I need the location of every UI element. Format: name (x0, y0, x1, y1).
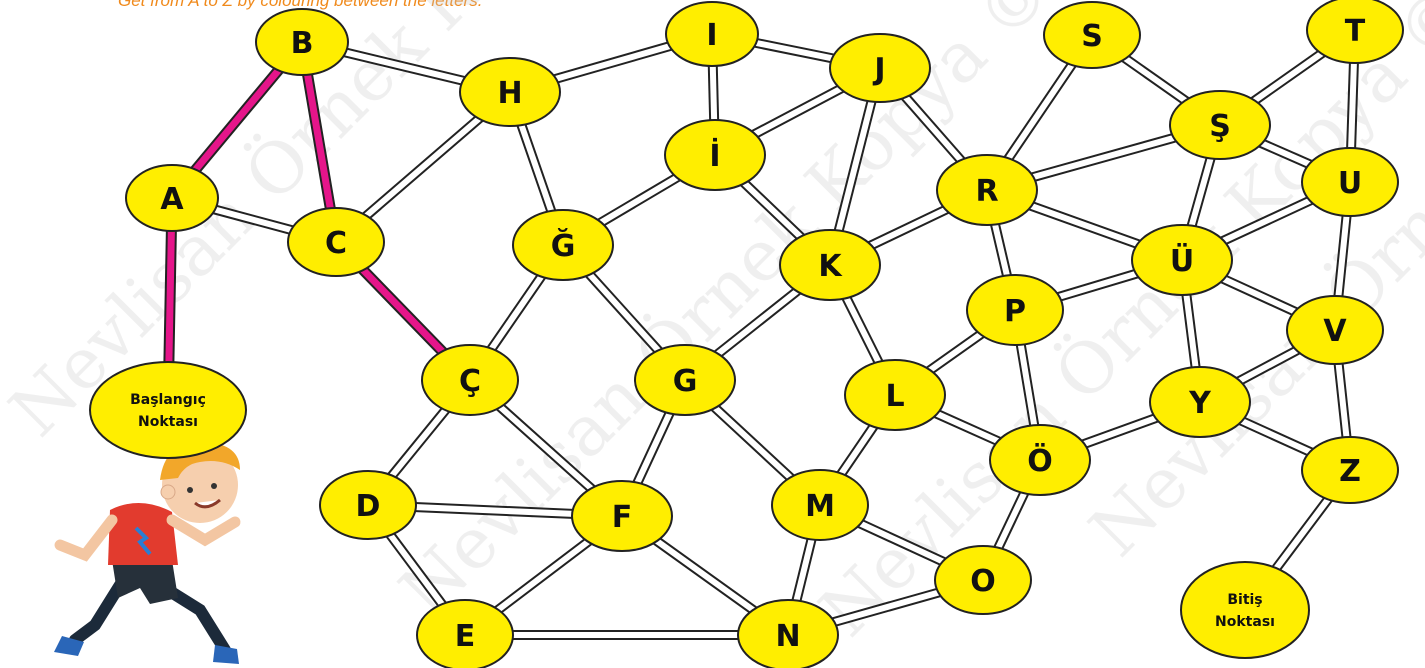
node-E[interactable]: E (416, 599, 514, 668)
node-label-U: U (1338, 166, 1362, 201)
node-label-J: J (872, 52, 885, 87)
node-label-I: I (706, 18, 717, 53)
node-D[interactable]: D (319, 470, 417, 540)
node-N[interactable]: N (737, 599, 839, 668)
node-O[interactable]: O (934, 545, 1032, 615)
node-T[interactable]: T (1306, 0, 1404, 64)
node-B[interactable]: B (255, 8, 349, 76)
node-layer: A B C Ç D E F G Ğ H I İ J K L M N O Ö P R S Ş T U Ü V Y Z BaşlangıçNo… (89, 0, 1404, 668)
node-S[interactable]: S (1043, 1, 1141, 69)
node-P[interactable]: P (966, 274, 1064, 346)
node-label-M: M (805, 489, 835, 524)
node-Ç[interactable]: Ç (421, 344, 519, 416)
end-label-line1: Bitiş (1227, 592, 1262, 608)
node-label-G: G (673, 364, 698, 399)
start-label-line2: Noktası (138, 414, 198, 430)
node-G[interactable]: G (634, 344, 736, 416)
node-label-P: P (1004, 294, 1026, 329)
node-label-E: E (455, 619, 476, 654)
node-label-Ğ: Ğ (551, 227, 576, 264)
node-label-Ş: Ş (1209, 109, 1231, 144)
node-label-N: N (775, 619, 800, 654)
node-L[interactable]: L (844, 359, 946, 431)
node-V[interactable]: V (1286, 295, 1384, 365)
node-label-Ç: Ç (459, 364, 481, 399)
node-U[interactable]: U (1301, 147, 1399, 217)
node-label-R: R (975, 174, 998, 209)
node-label-D: D (356, 489, 381, 524)
node-İ[interactable]: İ (664, 119, 766, 191)
node-F[interactable]: F (571, 480, 673, 552)
node-label-C: C (325, 226, 347, 261)
node-I[interactable]: I (665, 1, 759, 67)
node-label-F: F (612, 500, 633, 535)
node-label-B: B (291, 26, 314, 61)
start-label-line1: Başlangıç (130, 392, 206, 408)
node-label-Ü: Ü (1170, 242, 1194, 279)
instruction-text: Get from A to Z by colouring between the… (118, 0, 483, 10)
node-label-T: T (1345, 14, 1366, 49)
node-H[interactable]: H (459, 57, 561, 127)
node-label-L: L (885, 379, 904, 414)
end-label-line2: Noktası (1215, 614, 1275, 630)
node-Ü[interactable]: Ü (1131, 224, 1233, 296)
node-label-K: K (818, 249, 843, 284)
node-A[interactable]: A (125, 164, 219, 232)
running-boy-illustration (54, 441, 241, 664)
node-C[interactable]: C (287, 207, 385, 277)
node-label-Ö: Ö (1027, 442, 1053, 479)
node-label-V: V (1323, 314, 1347, 349)
node-Ş[interactable]: Ş (1169, 90, 1271, 160)
node-Ö[interactable]: Ö (989, 424, 1091, 496)
node-R[interactable]: R (936, 154, 1038, 226)
node-label-H: H (497, 76, 522, 111)
node-label-İ: İ (709, 138, 720, 174)
node-Ğ[interactable]: Ğ (512, 209, 614, 281)
node-J[interactable]: J (829, 33, 931, 103)
node-label-S: S (1081, 19, 1103, 54)
node-Y[interactable]: Y (1149, 366, 1251, 438)
node-K[interactable]: K (779, 229, 881, 301)
node-M[interactable]: M (771, 469, 869, 541)
node-label-Y: Y (1188, 386, 1212, 421)
node-label-A: A (160, 182, 184, 217)
node-Z[interactable]: Z (1301, 436, 1399, 504)
node-label-Z: Z (1339, 454, 1361, 489)
node-label-O: O (970, 564, 996, 599)
